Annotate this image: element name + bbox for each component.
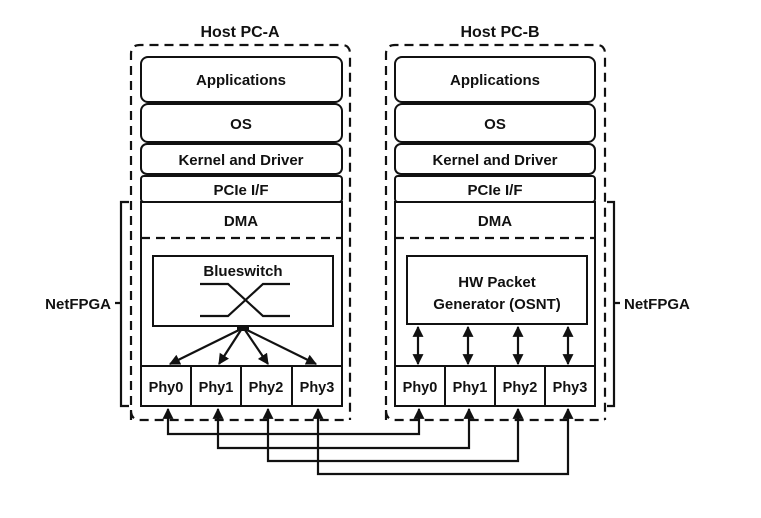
host-a-phy0-label: Phy0 (149, 380, 184, 396)
host-b-os-label: OS (484, 116, 506, 133)
host-a-pcie-label: PCIe I/F (213, 182, 268, 199)
host-b-dma-label: DMA (478, 213, 512, 230)
fanout-arrow-phy0 (169, 329, 240, 365)
host-a-boundary (129, 43, 352, 422)
host-b-phy1 (444, 365, 496, 407)
host-a-title: Host PC-A (200, 24, 280, 41)
host-pc-b: Host PC-B Applications OS Kernel and Dri… (384, 24, 690, 422)
host-a-kernel-layer (140, 143, 343, 175)
fanout-arrow-phy1 (218, 329, 242, 365)
host-a-phy3 (291, 365, 343, 407)
host-a-phy-row: Phy0 Phy1 Phy2 Phy3 (140, 365, 343, 407)
host-b-applications-layer (394, 56, 596, 103)
hw-packet-generator-label-line2: Generator (OSNT) (433, 296, 561, 313)
host-b-netfpga-label: NetFPGA (624, 296, 690, 313)
host-a-applications-label: Applications (196, 72, 286, 89)
host-a-phy2-label: Phy2 (249, 380, 284, 396)
host-a-os-label: OS (230, 116, 252, 133)
host-b-os-layer (394, 103, 596, 143)
host-a-phy0 (140, 365, 192, 407)
host-b-phy0-label: Phy0 (403, 380, 438, 396)
host-b-applications-label: Applications (450, 72, 540, 89)
host-a-phy1-label: Phy1 (199, 380, 234, 396)
host-b-kernel-layer (394, 143, 596, 175)
host-a-kernel-label: Kernel and Driver (178, 152, 303, 169)
cable-phy2 (262, 407, 524, 463)
fanout-hub (237, 325, 249, 331)
host-a-netfpga-label: NetFPGA (45, 296, 111, 313)
cable-phy1 (212, 407, 475, 450)
hw-packet-generator-label-line1: HW Packet (458, 274, 536, 291)
fanout-arrow-phy2 (244, 329, 269, 365)
blueswitch-fanout-arrows (169, 325, 317, 365)
host-a-phy3-label: Phy3 (300, 380, 335, 396)
hw-packet-generator-box (406, 255, 588, 325)
host-b-kernel-label: Kernel and Driver (432, 152, 557, 169)
host-a-dma-label: DMA (224, 213, 258, 230)
host-a-netfpga-bracket (115, 200, 129, 408)
host-b-title: Host PC-B (460, 24, 539, 41)
generator-bidirectional-arrows (412, 325, 574, 366)
cable-phy0 (162, 407, 425, 436)
host-b-netfpga-bracket (607, 200, 620, 408)
blueswitch-label: Blueswitch (203, 263, 282, 280)
host-b-phy-row: Phy0 Phy1 Phy2 Phy3 (394, 365, 596, 407)
host-b-pcie-label: PCIe I/F (467, 182, 522, 199)
host-a-applications-layer (140, 56, 343, 103)
host-a-phy2 (240, 365, 293, 407)
fanout-arrow-phy3 (246, 329, 317, 365)
cable-phy3 (312, 407, 574, 476)
host-pc-a: Host PC-A Applications OS Kernel and Dri… (45, 24, 352, 422)
host-b-phy1-label: Phy1 (453, 380, 488, 396)
phy-cables (162, 407, 574, 476)
crossbar-switch-icon (200, 282, 290, 318)
host-b-phy2-label: Phy2 (503, 380, 538, 396)
host-b-phy2 (494, 365, 546, 407)
host-a-os-layer (140, 103, 343, 143)
host-b-phy3 (544, 365, 596, 407)
host-b-phy3-label: Phy3 (553, 380, 588, 396)
